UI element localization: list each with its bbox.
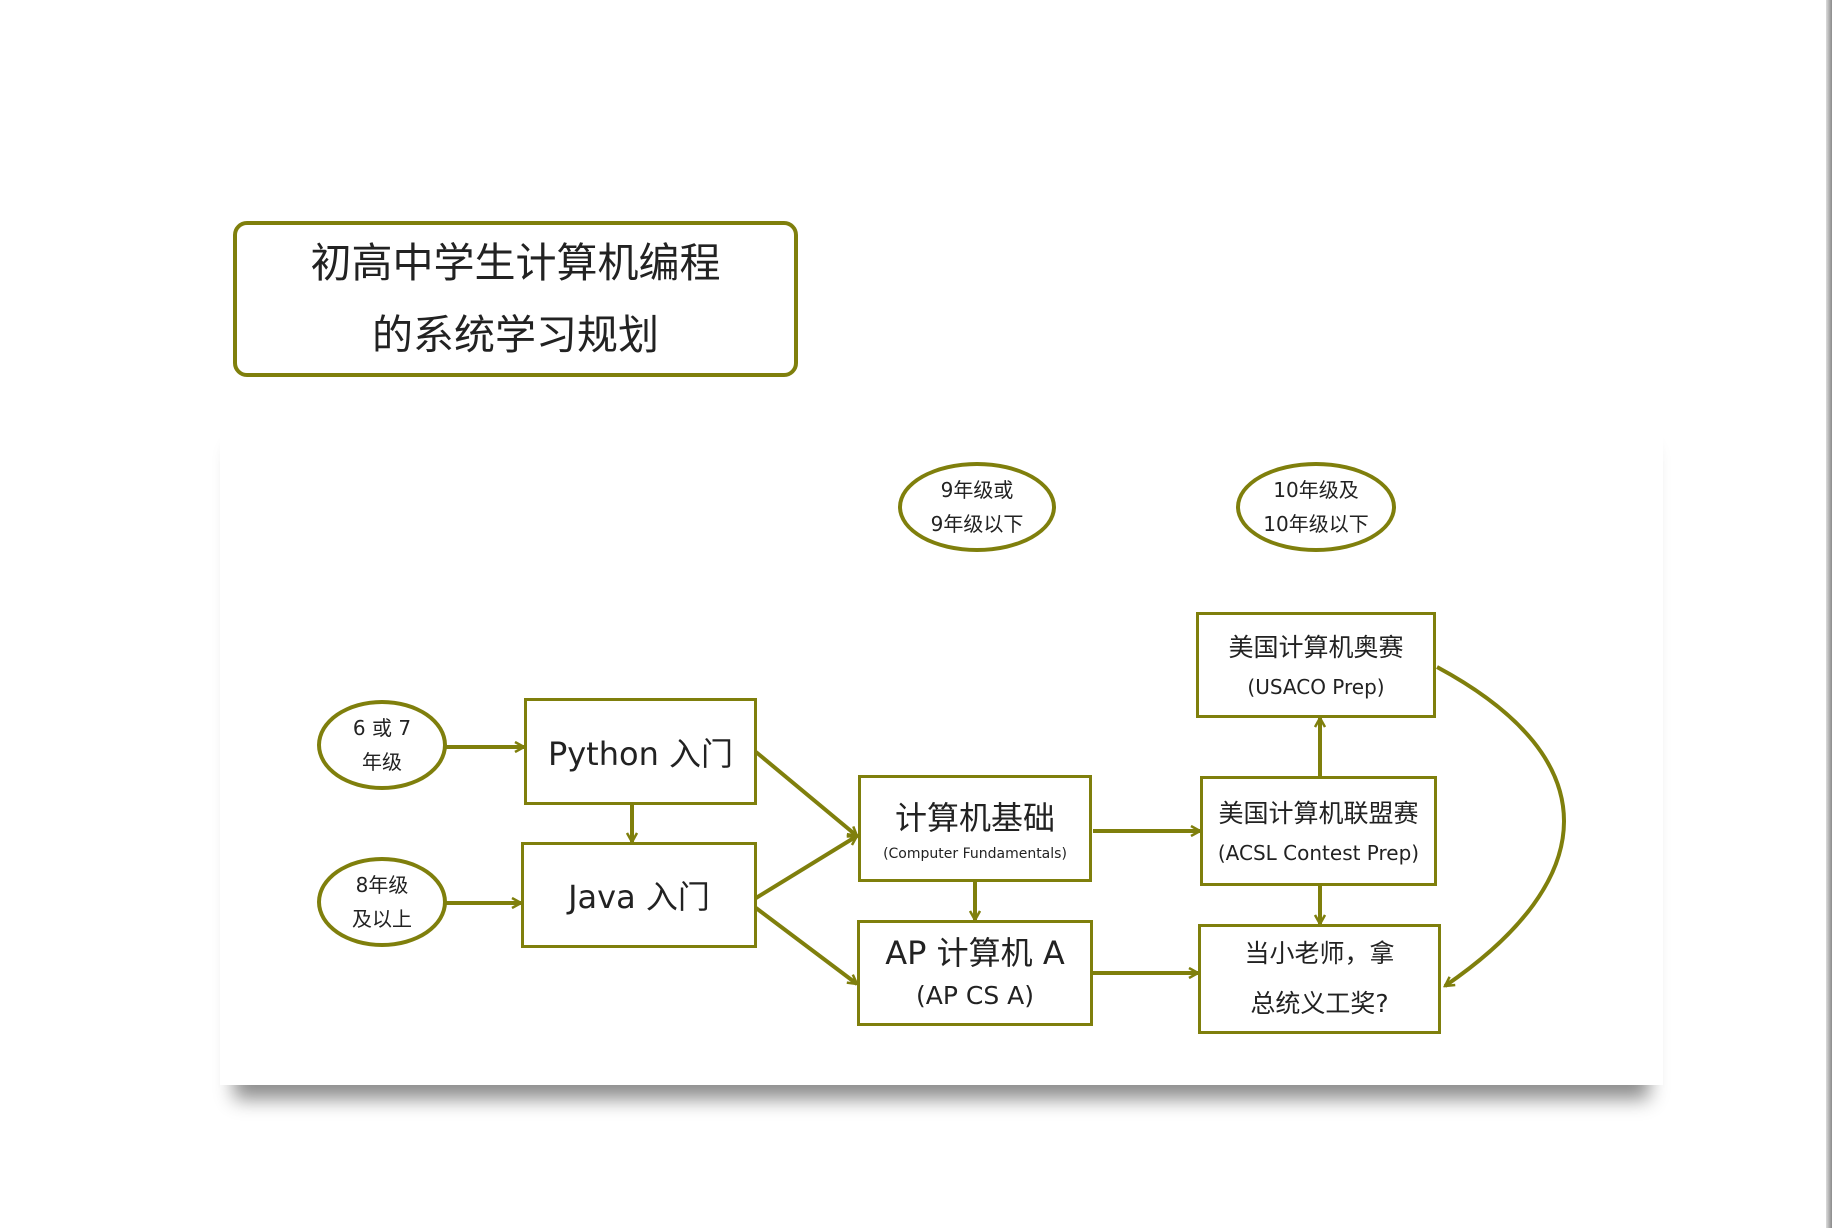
oval-grade-6-7-line-1: 6 或 7: [352, 716, 412, 740]
oval-grade-8-line-1: 8年级: [355, 873, 409, 897]
node-teacher: 当小老师，拿 总统义工奖?: [1198, 924, 1441, 1034]
oval-grade-10: 10年级及 10年级以下: [1236, 462, 1396, 552]
oval-grade-10-line-2: 10年级以下: [1263, 512, 1369, 536]
node-apcs-label: AP 计算机 A: [885, 934, 1065, 972]
arrow-usaco-teacher: [1436, 665, 1566, 988]
node-usaco: 美国计算机奥赛 (USACO Prep): [1196, 612, 1436, 718]
node-teacher-line-1: 当小老师，拿: [1244, 939, 1395, 968]
node-acsl: 美国计算机联盟赛 (ACSL Contest Prep): [1200, 776, 1437, 886]
node-usaco-sub: (USACO Prep): [1247, 675, 1385, 699]
oval-grade-8: 8年级 及以上: [317, 857, 447, 947]
node-fundamentals-label: 计算机基础: [894, 798, 1055, 837]
oval-grade-9-line-1: 9年级或: [940, 478, 1014, 502]
arrow-java-apcs: [754, 906, 857, 986]
node-teacher-line-2: 总统义工奖?: [1250, 989, 1389, 1018]
node-apcs: AP 计算机 A (AP CS A): [857, 920, 1093, 1026]
oval-grade-6-7: 6 或 7 年级: [317, 700, 447, 790]
window-edge: [1826, 0, 1832, 1228]
oval-grade-8-line-2: 及以上: [352, 907, 412, 931]
arrow-java-fundamentals: [754, 834, 857, 900]
oval-grade-9-line-2: 9年级以下: [930, 512, 1024, 536]
page-title: 初高中学生计算机编程 的系统学习规划: [233, 221, 798, 377]
node-apcs-sub: (AP CS A): [915, 981, 1034, 1010]
node-usaco-label: 美国计算机奥赛: [1228, 633, 1404, 662]
oval-grade-9: 9年级或 9年级以下: [898, 462, 1056, 552]
title-line-1: 初高中学生计算机编程: [310, 239, 721, 287]
node-fundamentals-sub: (Computer Fundamentals): [883, 845, 1067, 862]
node-java-label: Java 入门: [568, 878, 710, 916]
node-fundamentals: 计算机基础 (Computer Fundamentals): [858, 775, 1092, 882]
node-acsl-sub: (ACSL Contest Prep): [1217, 841, 1420, 865]
arrow-python-fundamentals: [754, 750, 857, 836]
node-java: Java 入门: [521, 842, 757, 948]
oval-grade-6-7-line-2: 年级: [362, 750, 402, 774]
title-line-2: 的系统学习规划: [372, 311, 659, 359]
node-acsl-label: 美国计算机联盟赛: [1218, 799, 1419, 828]
node-python: Python 入门: [524, 698, 757, 805]
oval-grade-10-line-1: 10年级及: [1273, 478, 1359, 502]
node-python-label: Python 入门: [547, 734, 734, 773]
